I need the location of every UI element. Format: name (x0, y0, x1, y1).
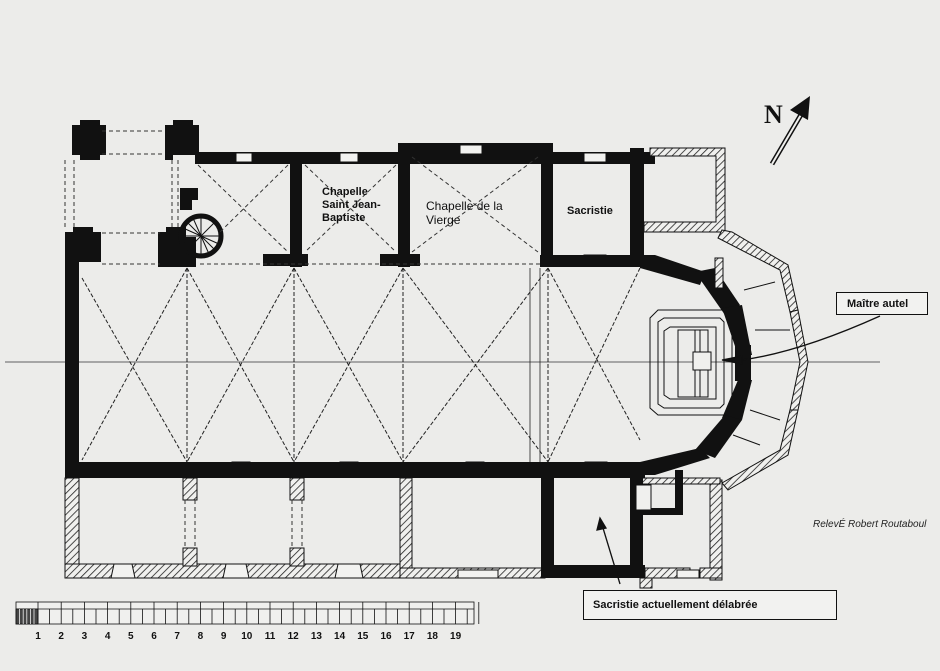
scale-label: 9 (220, 631, 227, 642)
apse-walls (640, 255, 752, 475)
scale-label: 16 (380, 631, 392, 642)
leader-lines (596, 315, 881, 585)
main-altar (649, 309, 733, 416)
scale-label: 17 (403, 631, 415, 642)
porch-dashed (64, 130, 179, 265)
room-label-chapelle-saint-jean-baptiste: Chapelle Saint Jean- Baptiste (322, 186, 381, 224)
north-label: N (764, 100, 783, 129)
scale-label: 18 (426, 631, 438, 642)
nave-vaults (81, 267, 641, 463)
scale-label: 11 (264, 631, 276, 642)
scale-label: 3 (81, 631, 88, 642)
callout-sacristie-delabree: Sacristie actuellement délabrée (583, 590, 837, 620)
scale-label: 1 (35, 631, 41, 642)
north-arrow-icon (769, 96, 810, 166)
apse-outer-hatched (643, 147, 809, 491)
scale-label: 7 (174, 631, 180, 642)
scale-label: 15 (357, 631, 369, 642)
spiral-staircase-icon (178, 188, 224, 259)
callout-sacristie-delabree-text: Sacristie actuellement délabrée (593, 599, 758, 611)
scale-label: 2 (58, 631, 64, 642)
scale-label: 8 (197, 631, 204, 642)
room-label-chapelle-de-la-vierge: Chapelle de la Vierge (426, 199, 503, 227)
scale-label: 13 (310, 631, 322, 642)
south-sacristy-walls (541, 470, 683, 578)
credit-text: RelevÉ Robert Routaboul (813, 519, 927, 530)
scale-label: 12 (287, 631, 299, 642)
scale-label: 14 (334, 631, 346, 642)
room-label-sacristie: Sacristie (567, 205, 613, 217)
callout-maitre-autel: Maître autel (836, 292, 928, 315)
scale-label: 5 (128, 631, 134, 642)
porch (65, 120, 199, 267)
nave-walls (65, 255, 645, 482)
scale-label: 6 (151, 631, 157, 642)
scale-label: 4 (104, 631, 111, 642)
scale-label: 10 (241, 631, 253, 642)
scale-label: 19 (450, 631, 462, 642)
callout-maitre-autel-text: Maître autel (847, 297, 909, 310)
